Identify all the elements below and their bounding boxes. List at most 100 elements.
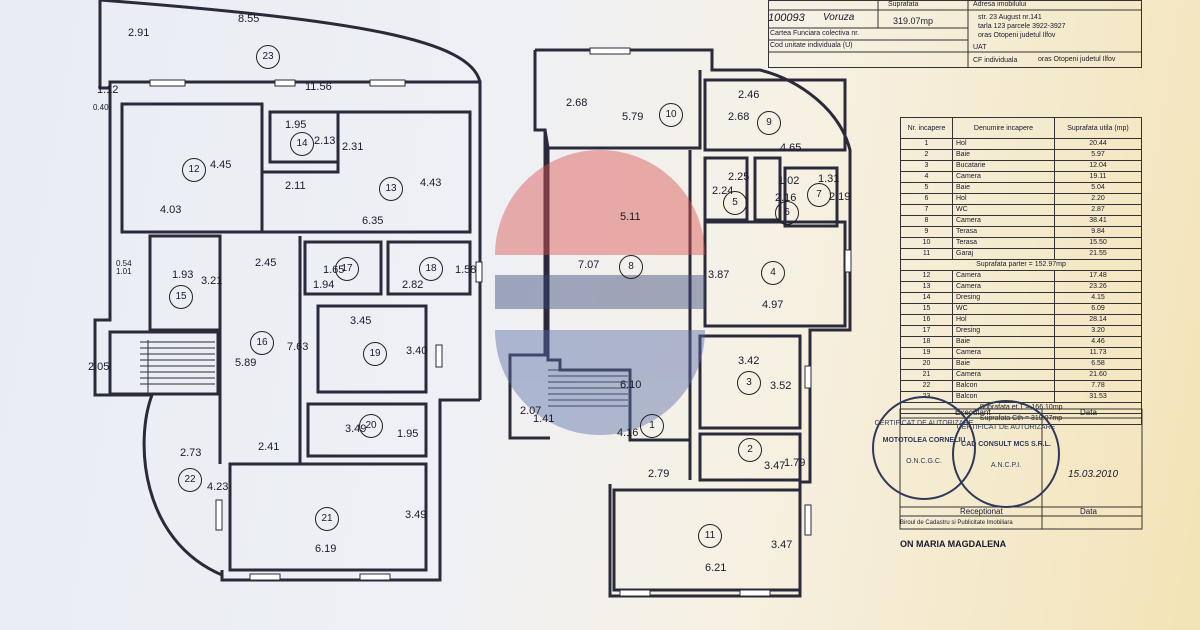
cu-label: Cod unitate individuala (U) [770, 42, 853, 49]
room-nr: 2 [900, 149, 953, 161]
room-nr: 18 [900, 336, 953, 348]
room-number-badge: 8 [619, 255, 643, 279]
room-nr: 16 [900, 314, 953, 326]
dimension-label: 0.40 [93, 103, 109, 112]
room-number-badge: 1 [640, 414, 664, 438]
room-nr: 8 [900, 215, 953, 227]
dimension-label: 3.47 [764, 460, 786, 472]
dimension-label: 1.65 [323, 264, 345, 276]
room-number-badge: 7 [807, 183, 831, 207]
dimension-label: 3.42 [738, 355, 760, 367]
dimension-label: 2.25 [728, 171, 750, 183]
dimension-label: 2.91 [128, 27, 150, 39]
dimension-label: 6.35 [362, 215, 384, 227]
dimension-label: 4.16 [617, 427, 639, 439]
room-name: Terasa [952, 226, 1055, 238]
stamp-right-bottom: A.N.C.P.I. [990, 462, 1022, 469]
dimension-label: 2.79 [648, 468, 670, 480]
room-number-badge: 20 [359, 414, 383, 438]
uat-value: oras Otopeni judetul Ilfov [1038, 56, 1116, 63]
room-number-badge: 18 [419, 257, 443, 281]
room-number-badge: 10 [659, 103, 683, 127]
dimension-label: 1.41 [533, 413, 555, 425]
cf-label: Cartea Funciara colectiva nr. [770, 30, 860, 37]
dimension-label: 3.21 [201, 275, 223, 287]
dimension-label: 2.41 [258, 441, 280, 453]
dimension-label: 4.97 [762, 299, 784, 311]
dimension-label: 2.24 [712, 185, 734, 197]
room-area: 6.09 [1054, 303, 1142, 315]
room-area: 5.04 [1054, 182, 1142, 194]
dimension-label: 7.63 [287, 341, 309, 353]
stamp-right: CERTIFICAT DE AUTORIZARE CAD CONSULT MCS… [952, 400, 1060, 508]
data-label: Data [1080, 408, 1097, 417]
dimension-label: 6.10 [620, 379, 642, 391]
room-area: 5.97 [1054, 149, 1142, 161]
address-line3: oras Otopeni judetul Ilfov [978, 32, 1056, 39]
room-area: 20.44 [1054, 138, 1142, 150]
room-number-badge: 11 [698, 524, 722, 548]
dimension-label: 4.45 [210, 159, 232, 171]
room-nr: 14 [900, 292, 953, 304]
dimension-label: 2.45 [255, 257, 277, 269]
room-area: 7.78 [1054, 380, 1142, 392]
room-area: 4.46 [1054, 336, 1142, 348]
room-number-badge: 13 [379, 177, 403, 201]
room-area: 3.20 [1054, 325, 1142, 337]
dimension-label: 1.02 [778, 175, 800, 187]
room-number-badge: 9 [757, 111, 781, 135]
room-area: 11.73 [1054, 347, 1142, 359]
left-outer-wall [98, 0, 482, 400]
room-area: 2.20 [1054, 193, 1142, 205]
room-area: 4.15 [1054, 292, 1142, 304]
room-name: Dresing [952, 325, 1055, 337]
dimension-label: 6.21 [705, 562, 727, 574]
room-number-badge: 14 [290, 132, 314, 156]
room-name: Camera [952, 369, 1055, 381]
room-number-badge: 16 [250, 331, 274, 355]
room-area: 15.50 [1054, 237, 1142, 249]
dimension-label: 1.95 [285, 119, 307, 131]
dimension-label: 4.03 [160, 204, 182, 216]
dimension-label: 8.55 [238, 13, 260, 25]
room-nr: 5 [900, 182, 953, 194]
dimension-label: 1.79 [784, 457, 806, 469]
room-nr: 7 [900, 204, 953, 216]
dimension-label: 4.23 [207, 481, 229, 493]
dimension-label: 5.89 [235, 357, 257, 369]
room-number-badge: 6 [775, 201, 799, 225]
dimension-label: 6.19 [315, 543, 337, 555]
dimension-label: 1.93 [172, 269, 194, 281]
room-nr: 9 [900, 226, 953, 238]
title-block: Suprafata Adresa imobilului 100093 Voruz… [768, 0, 1142, 68]
room-number-badge: 17 [335, 257, 359, 281]
stamp-right-center: CERTIFICAT DE AUTORIZARE [956, 424, 1056, 431]
dimension-label: 3.47 [771, 539, 793, 551]
room-name: Balcon [952, 380, 1055, 392]
room-nr: 20 [900, 358, 953, 370]
room-nr: 22 [900, 380, 953, 392]
id-note: Voruza [823, 12, 855, 23]
room-nr: 12 [900, 270, 953, 282]
room-name: Hol [952, 193, 1055, 205]
room-number-badge: 2 [738, 438, 762, 462]
dimension-label: 2.68 [566, 97, 588, 109]
room-area: 21.60 [1054, 369, 1142, 381]
dimension-label: 5.79 [622, 111, 644, 123]
room-number-badge: 21 [315, 507, 339, 531]
